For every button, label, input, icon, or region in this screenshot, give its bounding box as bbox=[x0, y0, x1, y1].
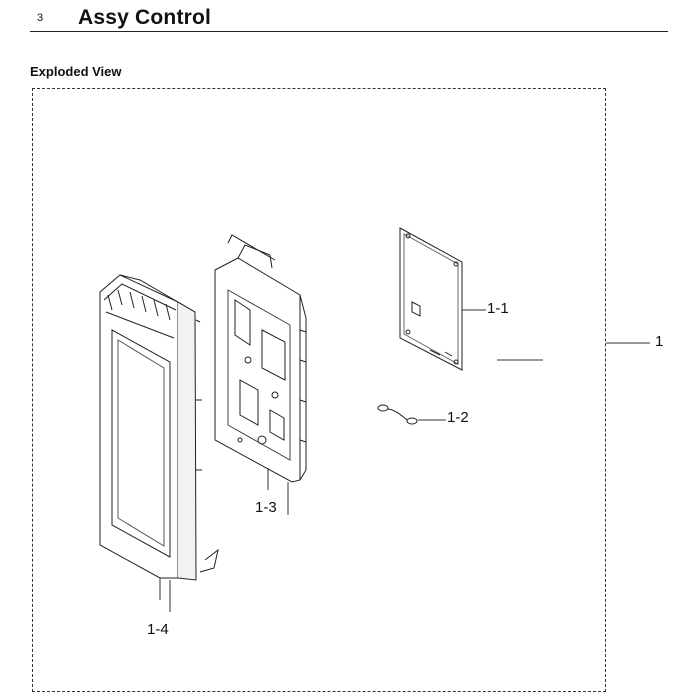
section-number: 3 bbox=[37, 12, 44, 24]
bracket-part bbox=[214, 234, 307, 515]
callout-1-1: 1-1 bbox=[487, 300, 509, 317]
exploded-view-frame bbox=[32, 88, 606, 692]
callout-1-3: 1-3 bbox=[255, 499, 277, 516]
title-rule bbox=[30, 31, 668, 32]
callout-1: 1 bbox=[655, 333, 664, 350]
wire-part bbox=[377, 404, 418, 425]
view-label: Exploded View bbox=[30, 64, 122, 79]
control-panel-part bbox=[99, 274, 219, 612]
leader-lines bbox=[418, 309, 650, 421]
pcb-part bbox=[399, 227, 463, 371]
callout-1-4: 1-4 bbox=[147, 621, 169, 638]
callout-1-2: 1-2 bbox=[447, 409, 469, 426]
page-title: Assy Control bbox=[78, 6, 212, 29]
